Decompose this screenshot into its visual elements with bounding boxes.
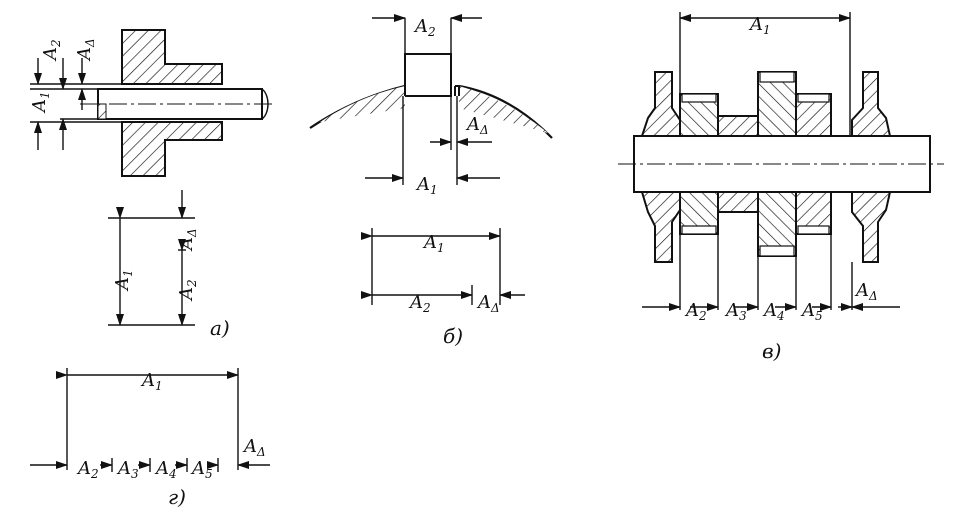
label-a1-fig-g: A1	[140, 370, 163, 393]
label-ad-scheme-a: AΔ	[176, 228, 199, 252]
caption-v: в)	[762, 339, 781, 363]
label-a1-scheme-b: A1	[422, 232, 445, 255]
key-block-b	[404, 53, 452, 97]
figure-b: A2 AΔ A1 A1 A2 AΔ б)	[309, 14, 553, 348]
caption-b: б)	[443, 324, 463, 348]
label-a1-scheme-a: A1	[112, 269, 135, 292]
label-a1-fig-a: A1	[29, 91, 52, 114]
label-a3-fig-g: A3	[116, 458, 139, 481]
label-ad-scheme-b: AΔ	[476, 292, 500, 315]
caption-g: г)	[168, 485, 186, 509]
right-housing-v-lower	[851, 191, 892, 263]
left-housing-v	[640, 71, 681, 137]
figure-g: A1 A2 A3 A4 A5 AΔ г)	[30, 368, 270, 509]
right-housing-v	[851, 71, 892, 137]
label-ad-fig-a: AΔ	[74, 38, 97, 62]
label-a1-fig-v: A1	[748, 14, 771, 37]
hub-part-a-lower	[121, 121, 223, 177]
figure-v: A1 A2 A3 A4 A5 AΔ в)	[618, 12, 944, 363]
label-a2-fig-g: A2	[76, 458, 99, 481]
caption-a: а)	[210, 316, 230, 340]
label-a4-fig-g: A4	[154, 458, 177, 481]
label-ad-fig-v: AΔ	[854, 280, 878, 303]
label-a3-fig-v: A3	[724, 300, 747, 323]
label-a2-fig-v: A2	[684, 300, 707, 323]
label-a4-fig-v: A4	[762, 300, 785, 323]
figure-a: A1 A2 AΔ A1 AΔ A2 а)	[29, 29, 275, 340]
label-a2-scheme-b: A2	[408, 292, 431, 315]
label-a2-fig-a: A2	[40, 39, 63, 62]
left-housing-v-lower	[640, 191, 681, 263]
label-ad-fig-g: AΔ	[242, 436, 266, 459]
label-a2-fig-b: A2	[413, 16, 436, 39]
label-a1-fig-b: A1	[415, 174, 438, 197]
label-a2-scheme-a: A2	[176, 279, 199, 302]
label-a5-fig-v: A5	[800, 300, 823, 323]
hub-part-a	[121, 29, 223, 85]
label-ad-fig-b: AΔ	[465, 114, 489, 137]
label-a5-fig-g: A5	[190, 458, 213, 481]
